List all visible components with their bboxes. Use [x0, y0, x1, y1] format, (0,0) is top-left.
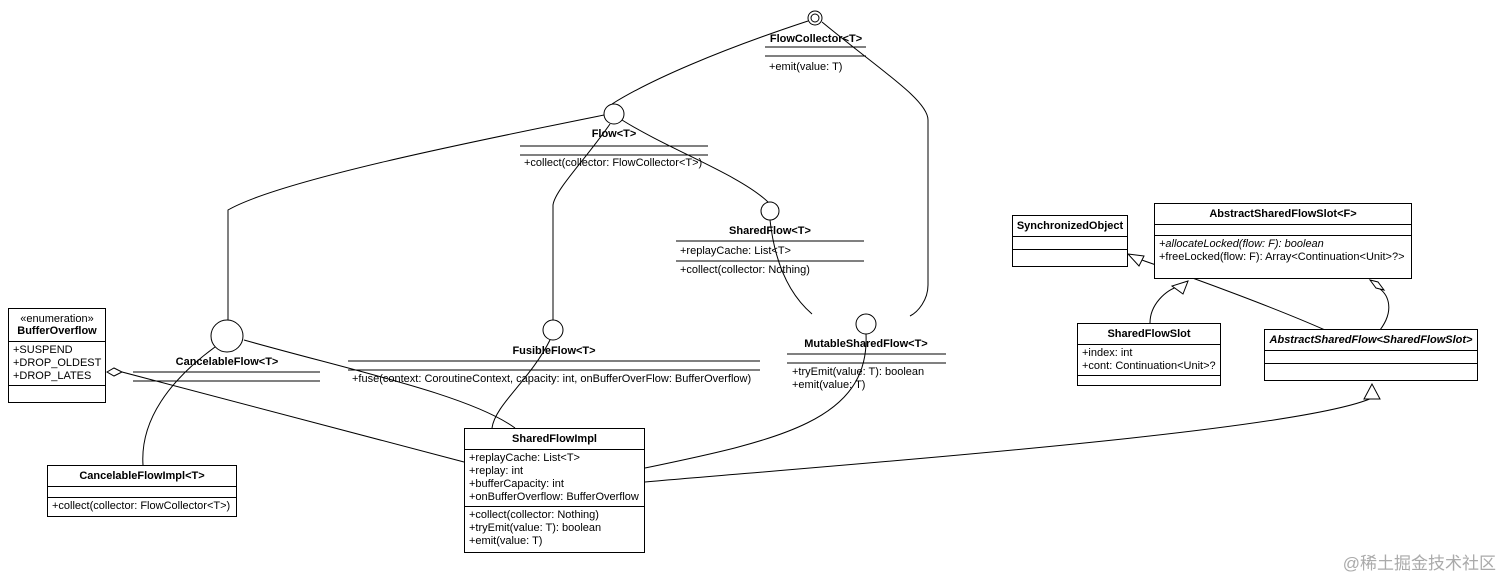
enum-value: +SUSPEND: [13, 344, 73, 356]
operation: +collect(collector: FlowCollector<T>): [52, 500, 231, 512]
attribute: +replay: int: [469, 465, 524, 477]
synchronized-object-ops: [1013, 250, 1127, 264]
shared-flow-op-collect: +collect(collector: Nothing): [680, 264, 810, 276]
cancelable-flow-impl-attrs: [48, 487, 236, 498]
buffer-overflow-ops: [9, 386, 105, 400]
shared-flow-slot-name: SharedFlowSlot: [1078, 324, 1220, 345]
shared-flow-attr-replay-cache: +replayCache: List<T>: [680, 245, 791, 257]
cancelable-flow-lollipop: [210, 319, 244, 353]
shared-flow-impl-class: SharedFlowImpl +replayCache: List<T> +re…: [464, 428, 645, 553]
shared-flow-slot-ops: [1078, 376, 1220, 390]
buffer-overflow-name: BufferOverflow: [17, 325, 97, 337]
mutable-shared-flow-op-try-emit: +tryEmit(value: T): boolean: [792, 366, 925, 378]
operation: +tryEmit(value: T): boolean: [469, 522, 602, 534]
flow-collector-op-emit: +emit(value: T): [769, 61, 843, 73]
abstract-shared-flow-name: AbstractSharedFlow<SharedFlowSlot>: [1265, 330, 1477, 351]
operation: +freeLocked(flow: F): Array<Continuation…: [1159, 251, 1405, 263]
attribute: +index: int: [1082, 347, 1133, 359]
cancelable-flow-name: CancelableFlow<T>: [175, 356, 279, 368]
cancelable-flow-impl-ops: +collect(collector: FlowCollector<T>): [48, 498, 236, 515]
fusible-flow-name: FusibleFlow<T>: [512, 345, 596, 357]
abstract-shared-flow-class: AbstractSharedFlow<SharedFlowSlot>: [1264, 329, 1478, 381]
operation: +collect(collector: Nothing): [469, 509, 599, 521]
buffer-overflow-header: «enumeration» BufferOverflow: [9, 309, 105, 342]
shared-flow-impl-ops: +collect(collector: Nothing) +tryEmit(va…: [465, 507, 644, 550]
buffer-overflow-enum: «enumeration» BufferOverflow +SUSPEND +D…: [8, 308, 106, 403]
watermark: @稀土掘金技术社区: [1342, 554, 1496, 573]
mutable-shared-flow-lollipop: [855, 313, 877, 335]
cancelable-flow-impl-name: CancelableFlowImpl<T>: [48, 466, 236, 487]
attribute: +replayCache: List<T>: [469, 452, 580, 464]
synchronized-object-name: SynchronizedObject: [1013, 216, 1127, 237]
abstract-operation: +allocateLocked(flow: F): boolean: [1159, 238, 1324, 250]
abstract-shared-flow-slot-name: AbstractSharedFlowSlot<F>: [1155, 204, 1411, 225]
synchronized-object-class: SynchronizedObject: [1012, 215, 1128, 267]
attribute: +onBufferOverflow: BufferOverflow: [469, 491, 639, 503]
shared-flow-lollipop: [760, 201, 780, 221]
flow-name: Flow<T>: [591, 128, 637, 140]
buffer-overflow-values: +SUSPEND +DROP_OLDEST +DROP_LATES: [9, 342, 105, 386]
shared-flow-impl-name: SharedFlowImpl: [465, 429, 644, 450]
mutable-shared-flow-op-emit: +emit(value: T): [792, 379, 866, 391]
shared-flow-impl-attrs: +replayCache: List<T> +replay: int +buff…: [465, 450, 644, 507]
flow-collector-name: FlowCollector<T>: [769, 33, 863, 45]
abstract-shared-flow-slot-attrs: [1155, 225, 1411, 236]
synchronized-object-attrs: [1013, 237, 1127, 250]
fusible-flow-op-fuse: +fuse(context: CoroutineContext, capacit…: [352, 373, 752, 385]
attribute: +bufferCapacity: int: [469, 478, 564, 490]
abstract-shared-flow-slot-class: AbstractSharedFlowSlot<F> +allocateLocke…: [1154, 203, 1412, 279]
enum-value: +DROP_OLDEST: [13, 357, 102, 369]
shared-flow-name: SharedFlow<T>: [729, 225, 811, 237]
cancelable-flow-impl-class: CancelableFlowImpl<T> +collect(collector…: [47, 465, 237, 517]
enum-value: +DROP_LATES: [13, 370, 92, 382]
flow-lollipop: [603, 103, 625, 125]
flow-collector-lollipop: [807, 10, 823, 26]
buffer-overflow-stereotype: «enumeration»: [20, 313, 94, 325]
abstract-shared-flow-attrs: [1265, 351, 1477, 364]
abstract-shared-flow-ops: [1265, 364, 1477, 378]
mutable-shared-flow-name: MutableSharedFlow<T>: [804, 338, 928, 350]
shared-flow-slot-class: SharedFlowSlot +index: int +cont: Contin…: [1077, 323, 1221, 386]
fusible-flow-lollipop: [542, 319, 564, 341]
operation: +emit(value: T): [469, 535, 543, 547]
attribute: +cont: Continuation<Unit>?: [1082, 360, 1216, 372]
flow-op-collect: +collect(collector: FlowCollector<T>): [524, 157, 703, 169]
shared-flow-slot-attrs: +index: int +cont: Continuation<Unit>?: [1078, 345, 1220, 376]
abstract-shared-flow-slot-ops: +allocateLocked(flow: F): boolean +freeL…: [1155, 236, 1411, 266]
